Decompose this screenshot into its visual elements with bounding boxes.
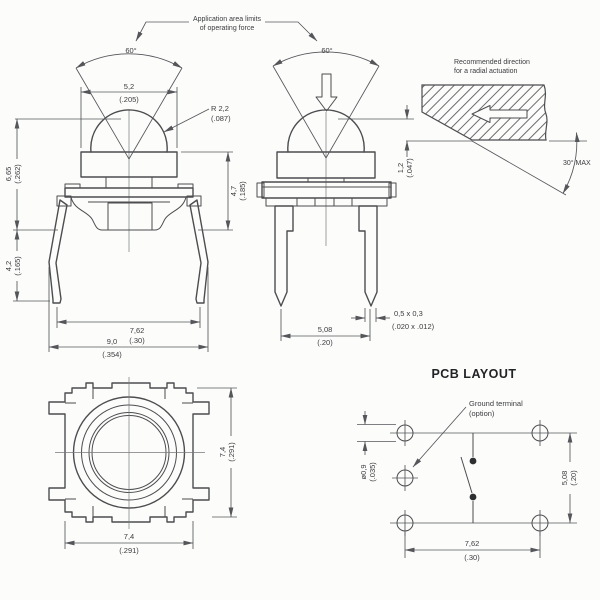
pcb-layout-title: PCB LAYOUT	[431, 367, 516, 381]
dim-foot-span-in: (.30)	[129, 336, 145, 345]
top-view: 7,4 (.291) 7,4 (.291)	[48, 377, 237, 555]
dim-protrusion-in: (.047)	[405, 158, 414, 178]
cone-angle-label: 60°	[321, 46, 332, 55]
angle-line	[471, 140, 567, 196]
dim-depth: 7,4 (.291)	[218, 436, 236, 468]
leg-bracket-left	[56, 195, 72, 207]
dim-hole-diameter-in: (.035)	[368, 462, 377, 482]
plate-tab-left	[64, 183, 81, 189]
mounting-holes	[392, 420, 549, 536]
plate-tab-right	[177, 183, 194, 189]
dim-foot-span-mm: 7,62	[130, 326, 145, 335]
leader-right	[265, 21, 318, 42]
base-band	[265, 197, 388, 207]
cone-angle-label: 60°	[125, 46, 136, 55]
dim-body-height-in: (.185)	[238, 181, 247, 201]
dim-cap-width-mm: 5,2	[124, 82, 134, 91]
dim-protrusion: 1,2 (.047)	[396, 158, 414, 178]
switch-blade	[460, 456, 473, 494]
dim-lead-section-mm: 0,5 x 0,3	[394, 309, 423, 318]
ground-terminal-note: Ground terminal (option)	[412, 399, 523, 468]
hole-crosshairs	[392, 420, 541, 536]
dim-col-pitch-mm: 7,62	[465, 539, 480, 548]
max-angle-label: 30° MAX	[563, 159, 591, 167]
pcb-layout: PCB LAYOUT Ground terminal (option)	[357, 367, 578, 562]
dim-body-height-mm: 4,7	[229, 186, 238, 196]
leg-left	[48, 199, 68, 304]
dim-hole-diameter: ø0,9 (.035)	[359, 462, 377, 482]
dim-total-height-in: (.262)	[13, 164, 22, 184]
dome-outline	[90, 109, 168, 153]
window-outline	[107, 202, 153, 231]
application-area-label-line1: Application area limits	[193, 16, 262, 23]
angle-arc	[562, 132, 580, 194]
dim-lead-pitch-in: (.20)	[317, 338, 333, 347]
dim-width-in: (.291)	[119, 546, 139, 555]
contact-dot-bottom	[469, 493, 477, 501]
application-area-note: Application area limits of operating for…	[135, 16, 318, 42]
body-outline	[48, 382, 210, 523]
front-view: 60° 5,2 (.205) R 2,2 (.087) 6,65 (.262)	[4, 46, 247, 359]
dim-row-pitch-mm: 5,08	[560, 471, 569, 486]
dim-leg-length-mm: 4,2	[4, 261, 13, 271]
dim-body-height: 4,7 (.185)	[229, 181, 247, 201]
application-area-label-line2: of operating force	[200, 25, 255, 32]
dim-lead-pitch-mm: 5,08	[318, 325, 333, 334]
dim-cap-width-in: (.205)	[119, 95, 139, 104]
contact-dot-top	[469, 457, 477, 465]
dim-leg-length: 4,2 (.165)	[4, 251, 22, 281]
dim-total-height: 6,65 (.262)	[4, 159, 22, 189]
plate-outline	[261, 181, 392, 199]
force-cone: 60°	[75, 46, 183, 160]
ground-leader	[412, 406, 467, 468]
leg-bracket-right	[186, 195, 202, 207]
clip-right	[388, 182, 397, 198]
leader-left	[135, 21, 189, 42]
force-cone: 60°	[272, 46, 380, 159]
top-view-dimensions: 7,4 (.291) 7,4 (.291)	[64, 387, 237, 555]
dim-width-mm: 7,4	[124, 532, 134, 541]
leg-front	[274, 205, 294, 307]
dim-depth-mm: 7,4	[218, 447, 227, 457]
radial-note-line1: Recommended direction	[454, 59, 530, 66]
dim-dome-radius-in: (.087)	[211, 114, 231, 123]
side-dimensions: 1,2 (.047) 5,08 (.20) 0,5 x 0,3 (.020 x …	[280, 105, 435, 347]
press-direction-arrow-icon	[315, 73, 338, 112]
dim-row-pitch-in: (.20)	[569, 470, 578, 486]
leg-rear	[358, 205, 378, 307]
radial-direction-arrow-icon	[471, 105, 528, 123]
dim-overall-width-mm: 9,0	[107, 337, 117, 346]
clip-left	[256, 182, 265, 198]
ground-terminal-label: Ground terminal	[469, 399, 523, 408]
pcb-dimensions: ø0,9 (.035) 5,08 (.20) 7,62 (.30)	[357, 411, 578, 562]
ground-terminal-option: (option)	[469, 409, 495, 418]
corner-step-lines	[65, 388, 193, 517]
dim-depth-in: (.291)	[227, 442, 236, 462]
plate-outline	[64, 187, 194, 198]
dim-hole-diameter-mm: ø0,9	[359, 464, 368, 479]
dim-protrusion-mm: 1,2	[396, 163, 405, 173]
dim-col-pitch-in: (.30)	[464, 553, 480, 562]
leg-right	[189, 199, 209, 304]
radial-actuation-detail: Recommended direction for a radial actua…	[406, 59, 591, 196]
dim-overall-width-in: (.354)	[102, 350, 122, 359]
radial-note-line2: for a radial actuation	[454, 68, 518, 75]
dim-leg-length-in: (.165)	[13, 256, 22, 276]
side-view: 60° 1,2 (.047) 5,08 (.20) 0,5 x 0,3 (.02…	[256, 46, 435, 347]
switch-symbol	[460, 433, 477, 523]
dim-dome-radius-mm: R 2,2	[211, 104, 229, 113]
dim-lead-section-in: (.020 x .012)	[392, 322, 435, 331]
front-dimensions: 5,2 (.205) R 2,2 (.087) 6,65 (.262) 4,2 …	[4, 82, 247, 359]
dim-row-pitch: 5,08 (.20)	[560, 462, 578, 494]
dim-total-height-mm: 6,65	[4, 167, 13, 182]
